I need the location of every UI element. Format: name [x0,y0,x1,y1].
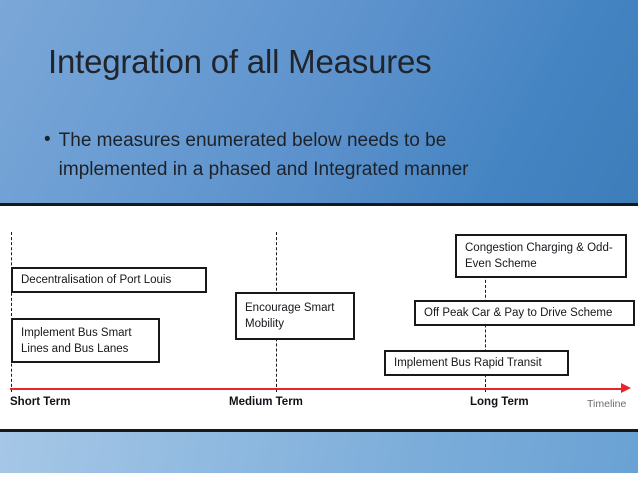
footer-divider [0,429,638,432]
measure-box-bus-smart-lines[interactable]: Implement Bus Smart Lines and Bus Lanes [11,318,160,363]
measure-box-decentralisation[interactable]: Decentralisation of Port Louis [11,267,207,293]
measure-label: Encourage Smart Mobility [245,302,335,330]
bullet-marker-icon: • [44,129,51,150]
bullet-item: • The measures enumerated below needs to… [44,126,604,184]
tick-line-long-term [485,270,486,392]
page-title: Integration of all Measures [48,43,432,80]
bullet-text: The measures enumerated below needs to b… [58,130,469,180]
phase-label-long-term: Long Term [470,396,529,408]
measure-label: Off Peak Car & Pay to Drive Scheme [424,307,613,319]
timeline-axis [10,388,623,390]
title-banner [0,0,638,204]
footer-edge [0,473,638,479]
header-divider [0,203,638,206]
measure-box-congestion-charging[interactable]: Congestion Charging & Odd-Even Scheme [455,234,627,278]
phase-label-short-term: Short Term [10,396,71,408]
timeline-arrow-icon [621,383,631,393]
timeline-diagram: Decentralisation of Port Louis Implement… [0,206,638,430]
measure-box-off-peak-car[interactable]: Off Peak Car & Pay to Drive Scheme [414,300,635,326]
timeline-axis-caption: Timeline [587,398,627,410]
phase-label-medium-term: Medium Term [229,396,303,408]
tick-line-short-term [11,232,12,392]
measure-label: Implement Bus Smart Lines and Bus Lanes [21,326,132,355]
measure-box-bus-rapid-transit[interactable]: Implement Bus Rapid Transit [384,350,569,376]
footer-banner [0,432,638,473]
measure-label: Implement Bus Rapid Transit [394,357,542,369]
measure-label: Decentralisation of Port Louis [21,274,172,286]
measure-label: Congestion Charging & Odd-Even Scheme [465,242,613,270]
measure-box-encourage-mobility[interactable]: Encourage Smart Mobility [235,292,355,340]
